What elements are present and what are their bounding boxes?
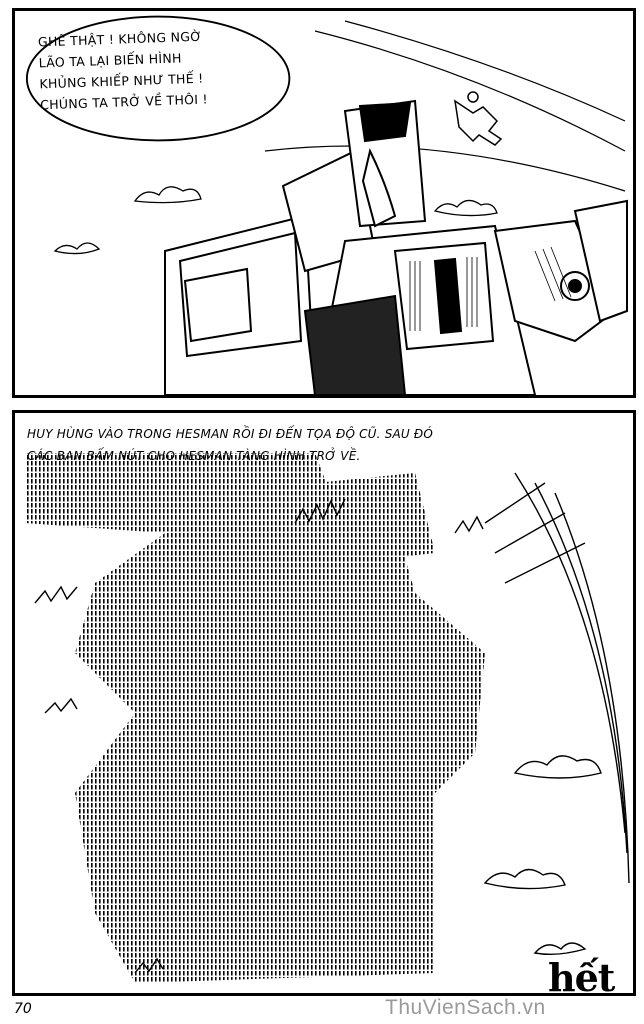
page-number: 70	[14, 1001, 32, 1017]
comic-panel-top: GHÊ THẬT ! KHÔNG NGỜ LÃO TA LẠI BIẾN HÌN…	[12, 8, 636, 398]
cloud-icon	[53, 186, 498, 255]
flying-figure	[453, 91, 503, 146]
robot-artwork	[53, 20, 628, 395]
cloud-icon	[483, 755, 602, 956]
end-mark: hết	[548, 955, 615, 1000]
caption-line-2: CÁC BẠN BẤM NÚT CHO HESMAN TÀNG HÌNH TRỞ…	[27, 449, 361, 463]
watermark: ThuVienSach.vn	[385, 996, 546, 1019]
caption-text: HUY HÙNG VÀO TRONG HESMAN RỒI ĐI ĐẾN TỌA…	[27, 423, 627, 467]
comic-panel-bottom: HUY HÙNG VÀO TRONG HESMAN RỒI ĐI ĐẾN TỌA…	[12, 410, 636, 996]
invisible-robot-artwork	[25, 453, 630, 983]
caption-line-1: HUY HÙNG VÀO TRONG HESMAN RỒI ĐI ĐẾN TỌA…	[27, 427, 434, 441]
dissolving-robot	[25, 453, 485, 983]
speech-bubble	[25, 15, 291, 142]
speed-lines	[484, 472, 630, 884]
energy-strokes	[34, 498, 484, 974]
robot-body	[164, 99, 628, 395]
speech-bubble-text: GHÊ THẬT ! KHÔNG NGỜ LÃO TA LẠI BIẾN HÌN…	[38, 23, 291, 116]
